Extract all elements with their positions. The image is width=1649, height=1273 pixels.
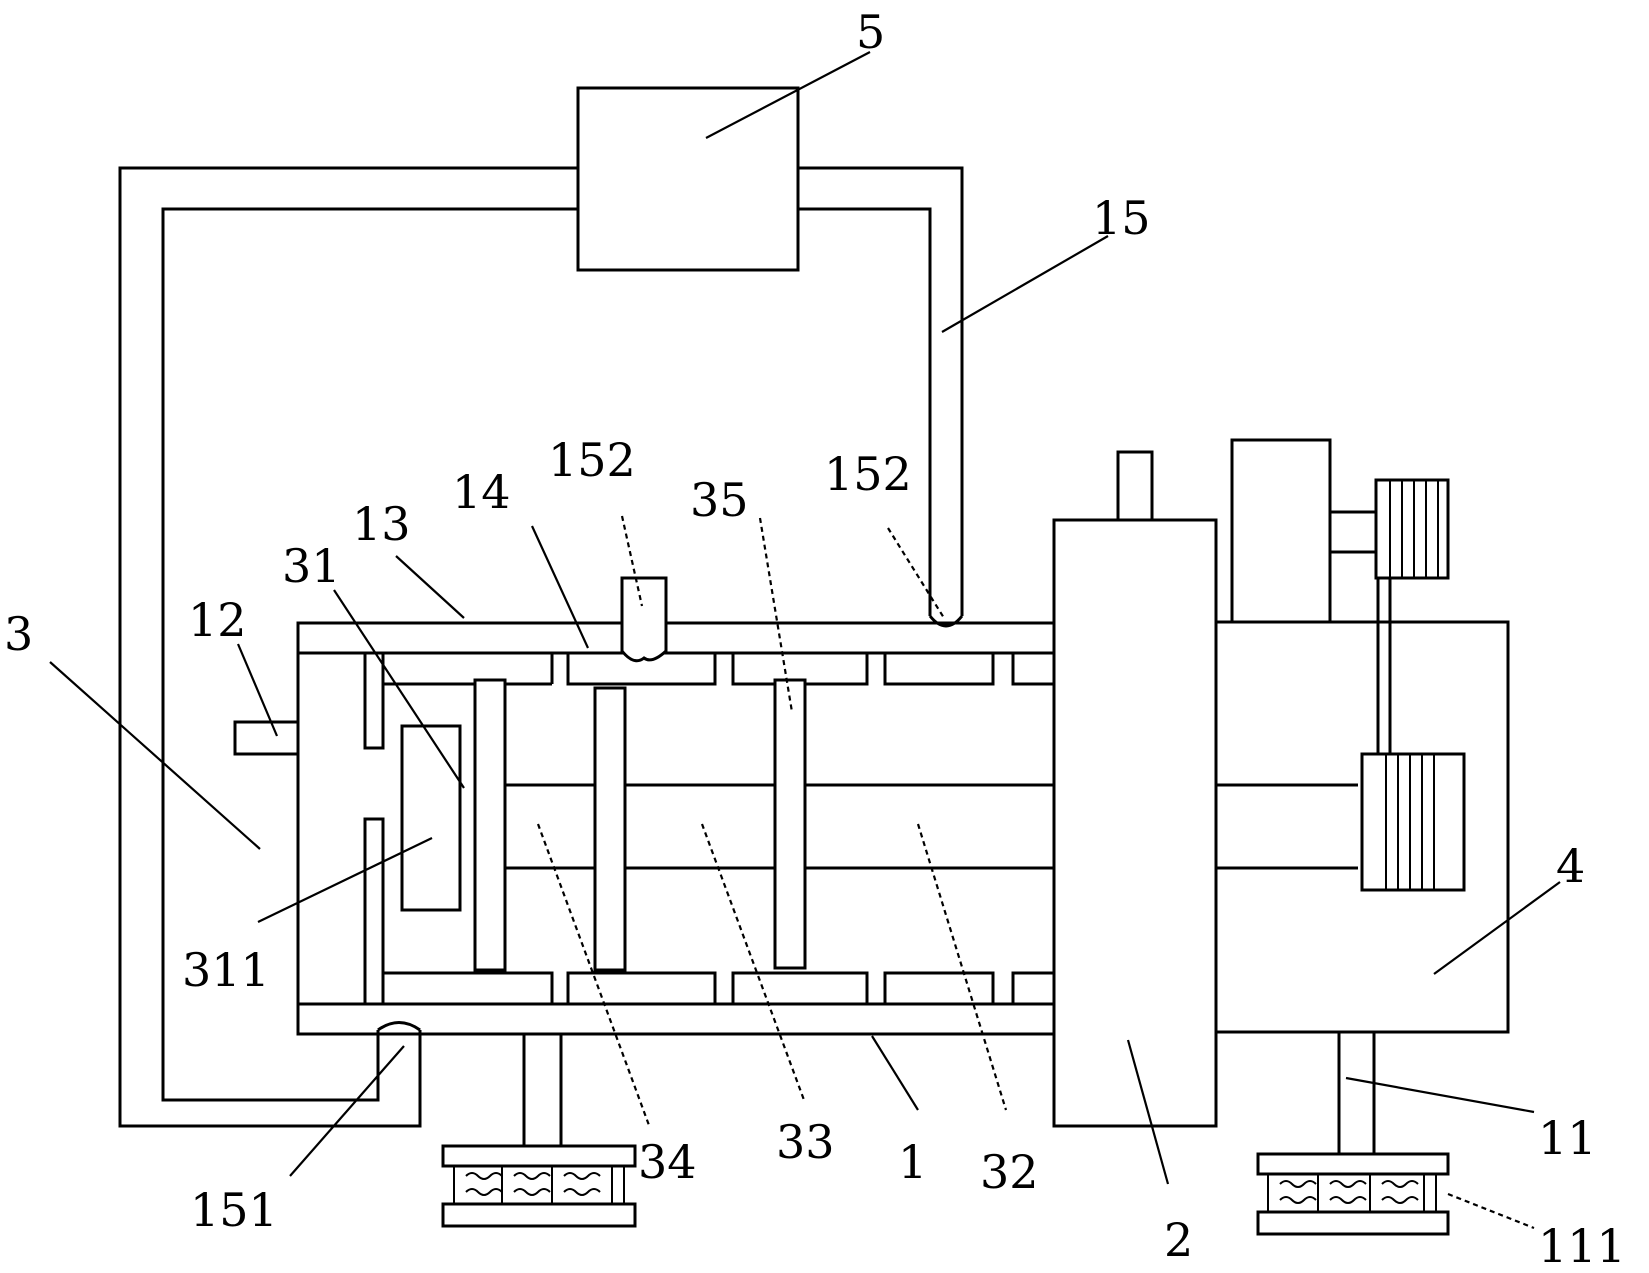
label-35: 35 — [690, 473, 749, 527]
label-33: 33 — [776, 1115, 835, 1169]
support-right-11 — [1258, 1032, 1448, 1234]
shaft-32 — [505, 785, 1358, 868]
label-15: 15 — [1092, 191, 1151, 245]
reference-labels: 5 15 152 152 35 14 13 31 12 3 311 151 34… — [4, 5, 1626, 1268]
housing-2 — [1054, 452, 1216, 1126]
pipe-end-bottom — [378, 1023, 420, 1031]
label-5: 5 — [856, 5, 885, 59]
label-32: 32 — [980, 1145, 1039, 1199]
label-11: 11 — [1538, 1111, 1597, 1165]
label-152-right: 152 — [824, 447, 912, 501]
label-13: 13 — [352, 497, 411, 551]
label-311: 311 — [182, 943, 270, 997]
disc-35 — [775, 680, 805, 968]
label-151: 151 — [190, 1183, 278, 1237]
nozzle-152 — [622, 578, 666, 661]
inner-wall-14 — [365, 653, 1054, 1004]
label-14: 14 — [452, 465, 511, 519]
label-111: 111 — [1538, 1219, 1626, 1268]
plate-311 — [402, 726, 460, 910]
label-2: 2 — [1164, 1213, 1193, 1267]
inlet-12 — [235, 722, 298, 754]
label-34: 34 — [638, 1135, 697, 1189]
label-31: 31 — [282, 539, 341, 593]
drive-box-4 — [1216, 440, 1508, 1032]
disc-33 — [595, 688, 625, 970]
label-152-left: 152 — [548, 433, 636, 487]
box-5 — [578, 88, 798, 270]
leader-lines — [50, 52, 1560, 1228]
support-left — [443, 1034, 635, 1226]
label-4: 4 — [1556, 839, 1585, 893]
label-12: 12 — [188, 593, 247, 647]
label-1: 1 — [898, 1135, 927, 1189]
label-3: 3 — [4, 607, 33, 661]
disc-34 — [475, 680, 505, 970]
